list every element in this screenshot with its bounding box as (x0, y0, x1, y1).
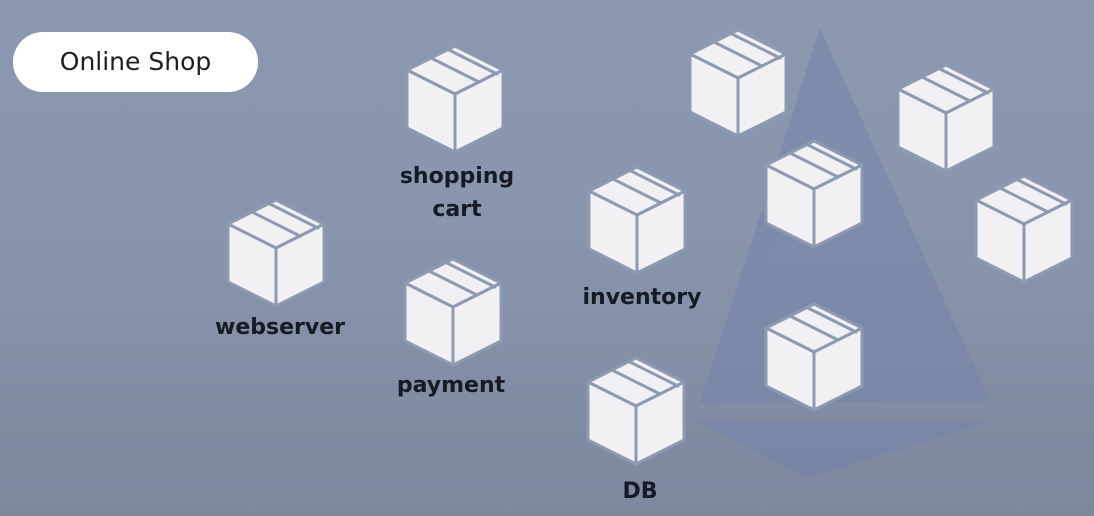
inventory-box-icon (585, 163, 689, 275)
cluster-box-icon-1 (686, 26, 790, 138)
cluster-box-icon-5 (762, 300, 866, 412)
page-title: Online Shop (13, 32, 258, 92)
shopping-cart-label: shopping cart (399, 164, 515, 222)
cluster-box-icon-4 (972, 172, 1076, 284)
payment-label: payment (396, 373, 506, 398)
cluster-box-icon-2 (894, 61, 998, 173)
inventory-label: inventory (582, 285, 702, 310)
payment-box-icon (401, 255, 505, 367)
db-label: DB (622, 479, 658, 504)
shopping-cart-box-icon (403, 42, 507, 154)
cluster-box-icon-3 (762, 137, 866, 249)
db-box-icon (584, 354, 688, 466)
webserver-label: webserver (215, 315, 345, 340)
webserver-box-icon (224, 196, 328, 308)
